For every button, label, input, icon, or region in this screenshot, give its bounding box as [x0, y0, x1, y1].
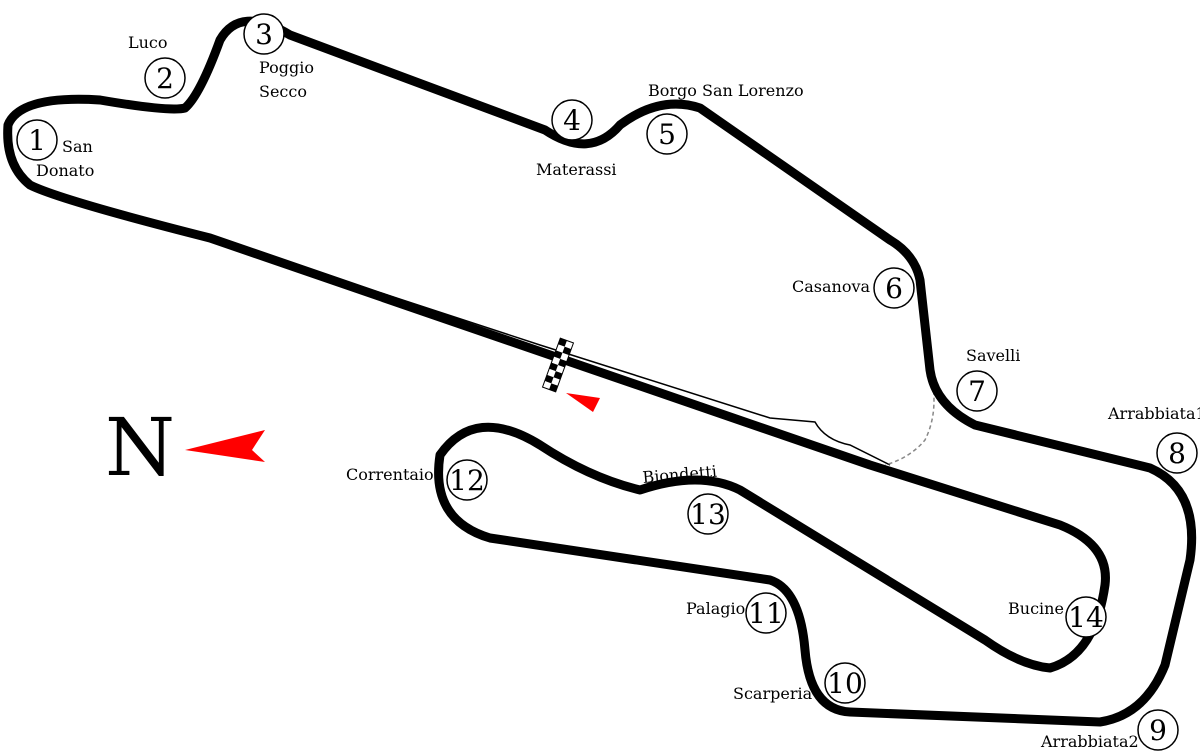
alternate-link — [884, 369, 935, 466]
corner-2: 2 Luco — [128, 33, 186, 99]
svg-text:9: 9 — [1149, 714, 1167, 747]
start-finish-line — [541, 337, 575, 393]
svg-text:Borgo San Lorenzo: Borgo San Lorenzo — [648, 81, 804, 100]
corner-10: 10 Scarperia — [733, 662, 866, 704]
circuit-track — [3, 16, 1197, 727]
pit-lane — [249, 249, 891, 466]
svg-text:10: 10 — [827, 667, 863, 700]
corner-4: 4 Materassi — [536, 99, 617, 179]
svg-text:14: 14 — [1068, 601, 1104, 634]
corner-14: 14 Bucine — [1008, 596, 1107, 638]
corner-1-name-l1: San — [62, 137, 93, 156]
svg-text:Bucine: Bucine — [1008, 599, 1064, 618]
corner-7: 7 Savelli — [956, 346, 1020, 412]
svg-text:5: 5 — [658, 118, 676, 151]
corner-6: 6 Casanova — [792, 267, 915, 309]
north-label: N — [105, 401, 175, 494]
svg-text:Arrabbiata1: Arrabbiata1 — [1107, 404, 1200, 423]
north-arrow-icon — [185, 430, 265, 462]
svg-text:Luco: Luco — [128, 33, 168, 52]
svg-text:2: 2 — [156, 62, 174, 95]
svg-text:3: 3 — [255, 18, 273, 51]
svg-text:Scarperia: Scarperia — [733, 684, 813, 703]
svg-text:Palagio: Palagio — [686, 599, 745, 618]
corner-12: 12 Correntaio — [346, 459, 488, 501]
corner-8: 8 Arrabbiata1 — [1107, 404, 1200, 474]
svg-text:7: 7 — [968, 375, 986, 408]
svg-text:1: 1 — [28, 124, 46, 157]
svg-text:Materassi: Materassi — [536, 160, 617, 179]
corner-9: 9 Arrabbiata2 — [1040, 709, 1179, 751]
svg-text:Casanova: Casanova — [792, 277, 871, 296]
svg-text:12: 12 — [449, 464, 485, 497]
direction-arrow — [566, 393, 600, 412]
svg-text:11: 11 — [748, 597, 784, 630]
svg-text:4: 4 — [563, 104, 581, 137]
svg-text:6: 6 — [885, 272, 903, 305]
svg-text:8: 8 — [1168, 437, 1186, 470]
svg-text:13: 13 — [690, 498, 726, 531]
corner-3-name-l1: Poggio — [259, 58, 314, 77]
svg-text:Correntaio: Correntaio — [346, 465, 434, 484]
corner-11: 11 Palagio — [686, 592, 787, 634]
corner-3-name-l2: Secco — [259, 82, 307, 101]
corner-13: 13 Biondetti — [642, 462, 729, 535]
corner-1-name-l2: Donato — [36, 161, 94, 180]
corner-5: 5 Borgo San Lorenzo — [646, 81, 804, 155]
svg-text:Arrabbiata2: Arrabbiata2 — [1040, 732, 1139, 751]
svg-text:Savelli: Savelli — [966, 346, 1020, 365]
